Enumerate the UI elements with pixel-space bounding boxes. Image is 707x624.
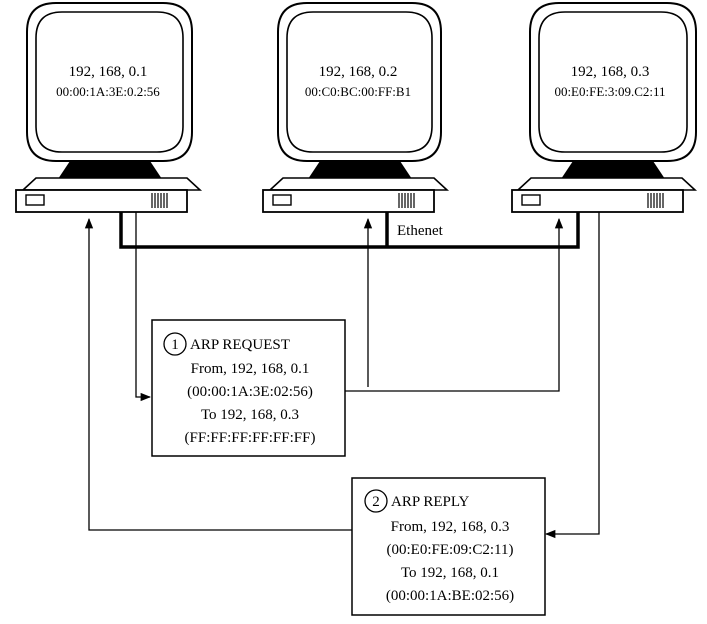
arp-request-from-mac: (00:00:1A:3E:02:56): [187, 384, 313, 400]
arp-request-box: 1 ARP REQUEST From, 192, 168, 0.1 (00:00…: [151, 319, 346, 457]
ethernet-label: Ethenet: [397, 223, 444, 239]
arp-request-to-mac: (FF:FF:FF:FF:FF:FF): [185, 430, 316, 446]
arp-request-title: ARP REQUEST: [190, 337, 290, 353]
step-1-number: 1: [171, 337, 179, 353]
computer-3: 192, 168, 0.3 00:E0:FE:3:09.C2:11: [511, 2, 698, 213]
arp-reply-from-mac: (00:E0:FE:09:C2:11): [387, 542, 514, 558]
arp-reply-to-mac: (00:00:1A:BE:02:56): [386, 588, 514, 604]
arp-reply-box: 2 ARP REPLY From, 192, 168, 0.3 (00:E0:F…: [351, 477, 546, 616]
system-unit-2-icon: [262, 177, 450, 213]
computer-2: 192, 168, 0.2 00:C0:BC:00:FF:B1: [262, 2, 450, 213]
system-unit-3-icon: [511, 177, 698, 213]
arp-reply-title: ARP REPLY: [391, 494, 470, 510]
arp-reply-arrows: [84, 212, 600, 539]
computer-1: 192, 168, 0.1 00:00:1A:3E:0.2:56: [15, 2, 203, 213]
monitor-1-icon: [26, 2, 193, 185]
step-1-badge: [163, 332, 187, 356]
step-2-number: 2: [372, 494, 380, 510]
arp-reply-from-ip: From, 192, 168, 0.3: [391, 519, 510, 535]
computer-2-mac: 00:C0:BC:00:FF:B1: [305, 84, 411, 99]
computer-3-ip: 192, 168, 0.3: [571, 64, 650, 80]
arp-request-to-ip: To 192, 168, 0.3: [201, 407, 299, 423]
computer-3-mac: 00:E0:FE:3:09.C2:11: [554, 84, 665, 99]
arp-reply-to-ip: To 192, 168, 0.1: [401, 565, 499, 581]
arp-request-arrows: [135, 212, 564, 402]
ethernet-bus: [119, 212, 580, 249]
arp-request-from-ip: From, 192, 168, 0.1: [191, 361, 310, 377]
computer-2-ip: 192, 168, 0.2: [319, 64, 398, 80]
system-unit-1-icon: [15, 177, 203, 213]
computer-1-ip: 192, 168, 0.1: [69, 64, 148, 80]
step-2-badge: [364, 489, 388, 513]
computer-1-mac: 00:00:1A:3E:0.2:56: [56, 84, 160, 99]
